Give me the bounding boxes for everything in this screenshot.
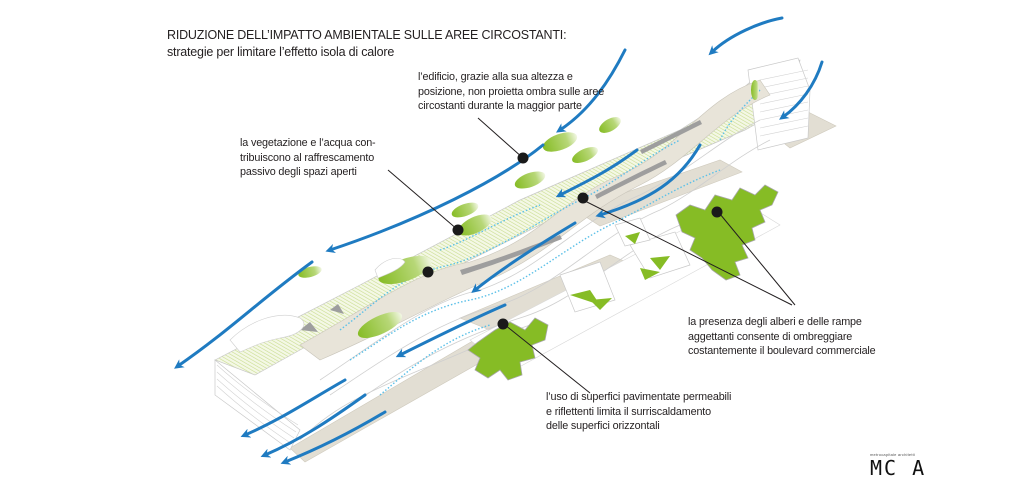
leader-line-building — [477, 117, 524, 159]
leader-line-surfaces — [504, 324, 591, 394]
leader-lines — [387, 117, 796, 394]
garden-oval — [458, 214, 492, 236]
pavilion-green-roof — [640, 268, 660, 280]
tree-canopies — [467, 184, 779, 381]
annotation-permeable-surfaces: l’uso di superfici pavimentate permeabil… — [546, 390, 731, 434]
annotation-trees-ramps: la presenza degli alberi e delle rampe a… — [688, 315, 876, 359]
garden-oval — [451, 202, 479, 218]
roof-swirl — [229, 314, 305, 353]
callout-dot-icon — [711, 206, 723, 218]
callout-dot-icon — [422, 266, 434, 278]
ramp-shadows — [300, 120, 702, 332]
annotation-line: l’uso di superfici pavimentate permeabil… — [546, 391, 732, 403]
annotation-line: delle superfici orizzontali — [546, 420, 660, 432]
wind-arrow-icon — [471, 221, 577, 293]
pavilions — [559, 217, 691, 313]
studio-logo: metrocapitale architetti MC A — [870, 452, 960, 492]
callout-dot-icon — [517, 152, 529, 164]
leader-line-trees-b — [719, 213, 796, 306]
wind-arrow-icon — [174, 260, 314, 369]
annotation-vegetation-water: la vegetazione e l’acqua con- tribuiscon… — [240, 136, 376, 180]
tower-floor-lines — [759, 69, 809, 137]
callout-dot-icon — [497, 318, 509, 330]
tree-canopy-east — [675, 184, 779, 281]
tree-canopy-south — [467, 317, 549, 381]
annotation-line: tribuiscono al raffrescamento — [240, 151, 375, 164]
annotation-line: la vegetazione e l’acqua con- — [240, 137, 376, 149]
wind-arrow-icon — [595, 143, 702, 219]
logo-mark: MC A — [870, 456, 927, 480]
garden-oval — [542, 132, 578, 152]
annotation-line: l’edificio, grazie alla sua altezza e — [418, 71, 573, 83]
facade-floor-lines — [216, 364, 299, 445]
header: RIDUZIONE DELL’IMPATTO AMBIENTALE SULLE … — [167, 27, 567, 61]
annotation-line: circostanti durante la maggior parte — [418, 100, 582, 112]
logo-tagline: metrocapitale architetti — [870, 452, 916, 457]
pavilion — [629, 231, 691, 279]
callout-dot-icon — [452, 224, 464, 236]
diagram-subtitle: strategie per limitare l’effetto isola d… — [167, 45, 395, 59]
roof-swirl — [374, 257, 406, 279]
garden-oval — [751, 80, 759, 100]
annotation-line: costantemente il boulevard commerciale — [688, 345, 876, 357]
garden-oval — [572, 146, 598, 164]
wind-arrow-icon — [395, 303, 507, 358]
garden-oval — [514, 171, 546, 189]
annotation-building-shadow: l’edificio, grazie alla sua altezza e po… — [418, 70, 604, 114]
annotation-line: aggettanti consente di ombreggiare — [688, 330, 853, 343]
wind-arrow-icon — [556, 48, 627, 133]
pavilion-green-roof — [590, 298, 612, 310]
wind-arrows — [174, 16, 824, 465]
pavilion-green-roof — [625, 232, 640, 244]
pavilion — [614, 217, 651, 247]
wind-arrow-icon — [708, 16, 784, 56]
wind-arrow-icon — [779, 60, 824, 120]
diagram-title: RIDUZIONE DELL’IMPATTO AMBIENTALE SULLE … — [167, 28, 567, 42]
garden-oval — [378, 255, 432, 285]
leader-line-trees-a — [582, 199, 793, 306]
pavilion-green-roof — [650, 256, 670, 270]
wind-arrow-icon — [280, 410, 387, 465]
wind-arrow-icon — [240, 378, 347, 438]
annotation-line: passivo degli spazi aperti — [240, 166, 357, 178]
building — [214, 57, 811, 451]
wind-arrow-icon — [260, 393, 367, 458]
annotation-line: la presenza degli alberi e delle rampe — [688, 316, 862, 328]
annotation-line: posizione, non proietta ombra sulle aree — [418, 85, 605, 98]
leader-line-vegetation — [387, 169, 459, 231]
wind-arrow-icon — [555, 148, 639, 198]
annotation-line: e riflettenti limita il surriscaldamento — [546, 405, 712, 418]
garden-oval — [599, 117, 621, 133]
callout-markers — [422, 152, 723, 330]
callout-dot-icon — [577, 192, 589, 204]
garden-oval — [357, 311, 403, 339]
